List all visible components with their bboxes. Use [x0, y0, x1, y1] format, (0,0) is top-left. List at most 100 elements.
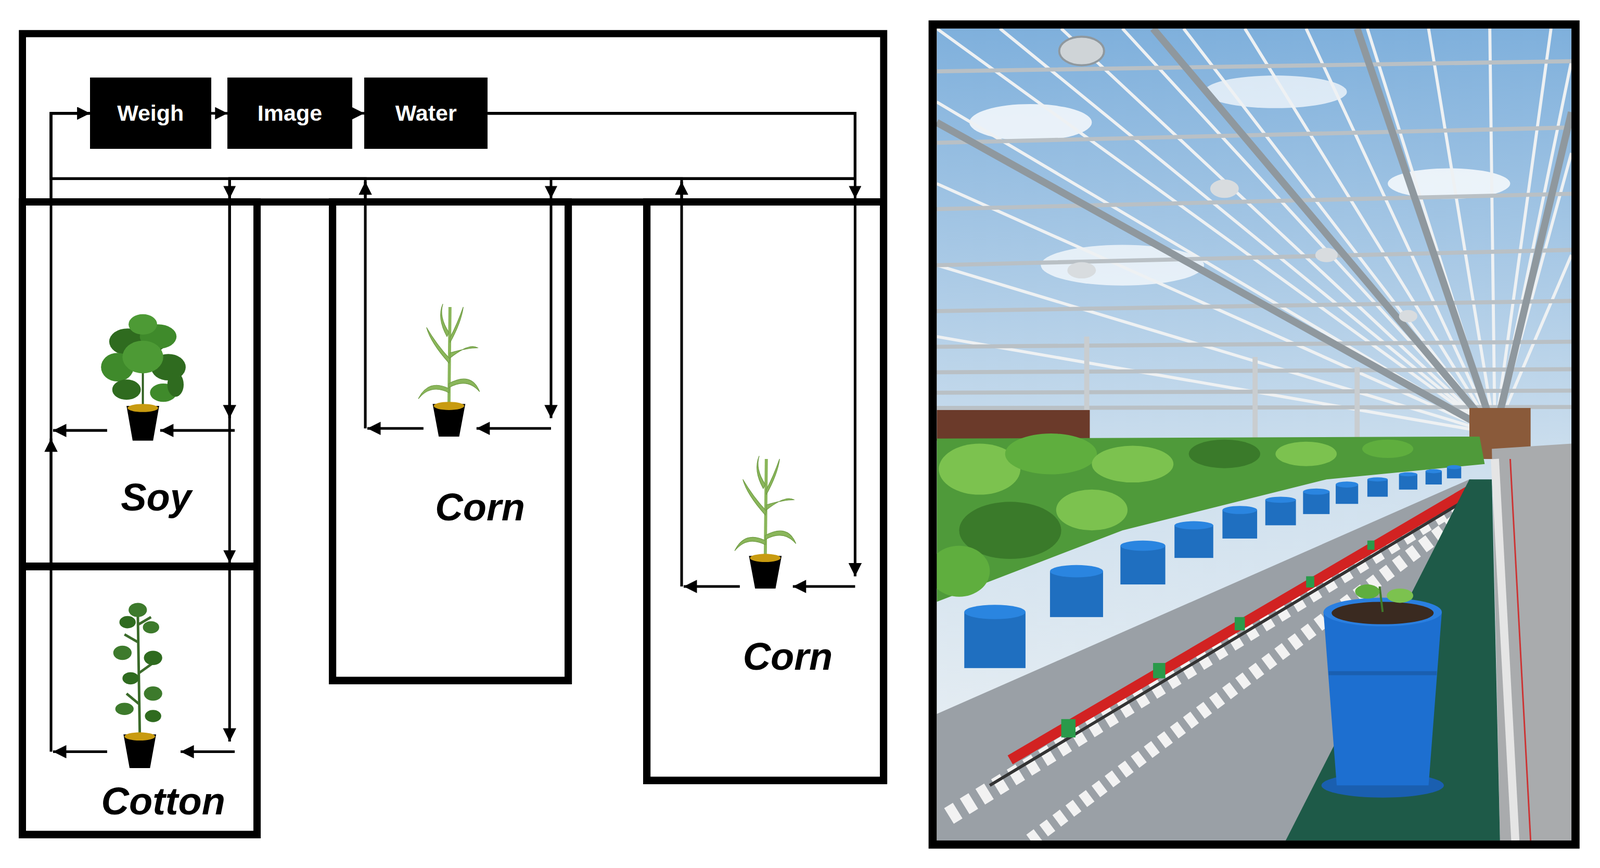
bay-region: Soy: [18, 198, 261, 570]
cotton-plant: [124, 732, 156, 741]
greenhouse-photo: [1059, 36, 1105, 66]
greenhouse-photo: [1335, 481, 1359, 488]
cotton-plant: [128, 602, 147, 617]
soy-plant: [128, 314, 158, 335]
soy-plant: [122, 340, 163, 374]
conveyor-arrow: [853, 201, 857, 576]
cotton-plant: [143, 621, 160, 634]
soy-plant: [100, 314, 186, 441]
greenhouse-photo: [969, 104, 1092, 142]
soy-plant: [167, 372, 184, 397]
greenhouse-photo: [1367, 477, 1388, 482]
soy-plant: [112, 379, 142, 400]
corn-plant: [418, 303, 480, 437]
greenhouse-photo: [1285, 479, 1501, 841]
bay-frame: [22, 33, 884, 835]
conveyor-arrow: [50, 113, 91, 563]
greenhouse-photo: [949, 489, 1480, 816]
greenhouse-photo: [1174, 525, 1214, 558]
conveyor-arrow: [180, 750, 235, 753]
conveyor-arrow: [487, 113, 855, 199]
greenhouse-photo: [1302, 491, 1330, 515]
cotton-plant: [115, 702, 134, 715]
greenhouse-photo: [1362, 439, 1414, 458]
greenhouse-photo: [964, 465, 1462, 620]
cotton-plant: [144, 686, 163, 701]
conveyor-arrow: [53, 750, 108, 753]
greenhouse-photo: [1086, 336, 1358, 441]
conveyor-arrow: [487, 113, 855, 199]
greenhouse-photo: [1067, 262, 1096, 279]
greenhouse-photo: [1050, 571, 1104, 618]
greenhouse-photo: [1494, 458, 1516, 841]
greenhouse-photo: [989, 494, 1475, 786]
node-label: Water: [395, 100, 457, 126]
greenhouse-photo: [1005, 433, 1097, 475]
bay-region: Corn: [328, 198, 572, 684]
conveyor-arrow: [160, 429, 235, 432]
conveyor-arrow: [476, 427, 552, 430]
cotton-plant: [113, 645, 132, 660]
greenhouse-photo: [1153, 662, 1166, 678]
conveyor-arrow: [211, 111, 228, 115]
greenhouse-photo: [1050, 565, 1104, 578]
greenhouse-photo: [1265, 499, 1297, 526]
greenhouse-photo: [1120, 540, 1166, 552]
greenhouse-photo: [1091, 445, 1174, 483]
greenhouse-photo: [1367, 540, 1375, 550]
conveyor-arrow: [50, 181, 855, 752]
greenhouse-photo: [1379, 586, 1383, 612]
greenhouse-photo: [1399, 474, 1418, 490]
cotton-plant: [144, 650, 163, 665]
greenhouse-photo: [1354, 584, 1380, 599]
greenhouse-photo: [1491, 443, 1572, 841]
greenhouse-photo: [964, 604, 1026, 619]
greenhouse-photo: [1323, 611, 1442, 786]
bay-region: Cotton: [18, 562, 261, 839]
greenhouse-photo: [936, 28, 1572, 841]
greenhouse-photo: [1174, 521, 1214, 530]
greenhouse-photo: [1061, 719, 1076, 738]
conveyor-arrow: [364, 201, 367, 429]
process-box: Weigh: [90, 77, 212, 149]
greenhouse-photo: [1188, 439, 1261, 469]
conveyor-arrow: [53, 429, 108, 432]
greenhouse-photo: [1222, 509, 1258, 539]
node-label: Cotton: [101, 779, 226, 823]
node-label: Soy: [120, 476, 192, 519]
greenhouse-photo: [1030, 499, 1486, 841]
process-box: Image: [227, 77, 352, 149]
conveyor-arrow: [549, 201, 553, 419]
conveyor-arrow: [683, 584, 740, 588]
cotton-plant: [119, 616, 136, 629]
cotton-plant: [122, 672, 139, 685]
conveyor-arrow: [792, 584, 856, 588]
greenhouse-photo: [1399, 472, 1418, 477]
greenhouse-photo: [1328, 671, 1437, 676]
corn-plant: [734, 455, 797, 589]
bay-region: Corn: [643, 198, 888, 785]
greenhouse-photo: [1367, 479, 1388, 497]
node-label: Weigh: [117, 100, 184, 126]
greenhouse-photo: [1265, 496, 1297, 504]
cotton-plant: [144, 709, 161, 723]
photo-border: [932, 24, 1576, 845]
greenhouse-photo: [936, 28, 1572, 841]
greenhouse-photo: [1315, 247, 1338, 262]
greenhouse-photo: [936, 61, 1572, 408]
greenhouse-photo: [1275, 441, 1337, 467]
greenhouse-photo: [1210, 179, 1239, 198]
conveyor-arrow: [229, 113, 855, 563]
conveyor-arrow: [352, 111, 365, 115]
bay-frame: [22, 33, 884, 835]
greenhouse-photo: [936, 479, 1492, 841]
conveyor-arrow: [228, 566, 232, 742]
node-label: Corn: [743, 635, 834, 678]
greenhouse-photo: [1399, 310, 1418, 323]
greenhouse-photo: [1447, 465, 1462, 470]
greenhouse-photo: [936, 545, 990, 597]
conveyor-arrow: [680, 201, 683, 587]
photo-border: [932, 24, 1576, 845]
greenhouse-photo: [1306, 576, 1315, 588]
soy-plant: [127, 403, 159, 413]
